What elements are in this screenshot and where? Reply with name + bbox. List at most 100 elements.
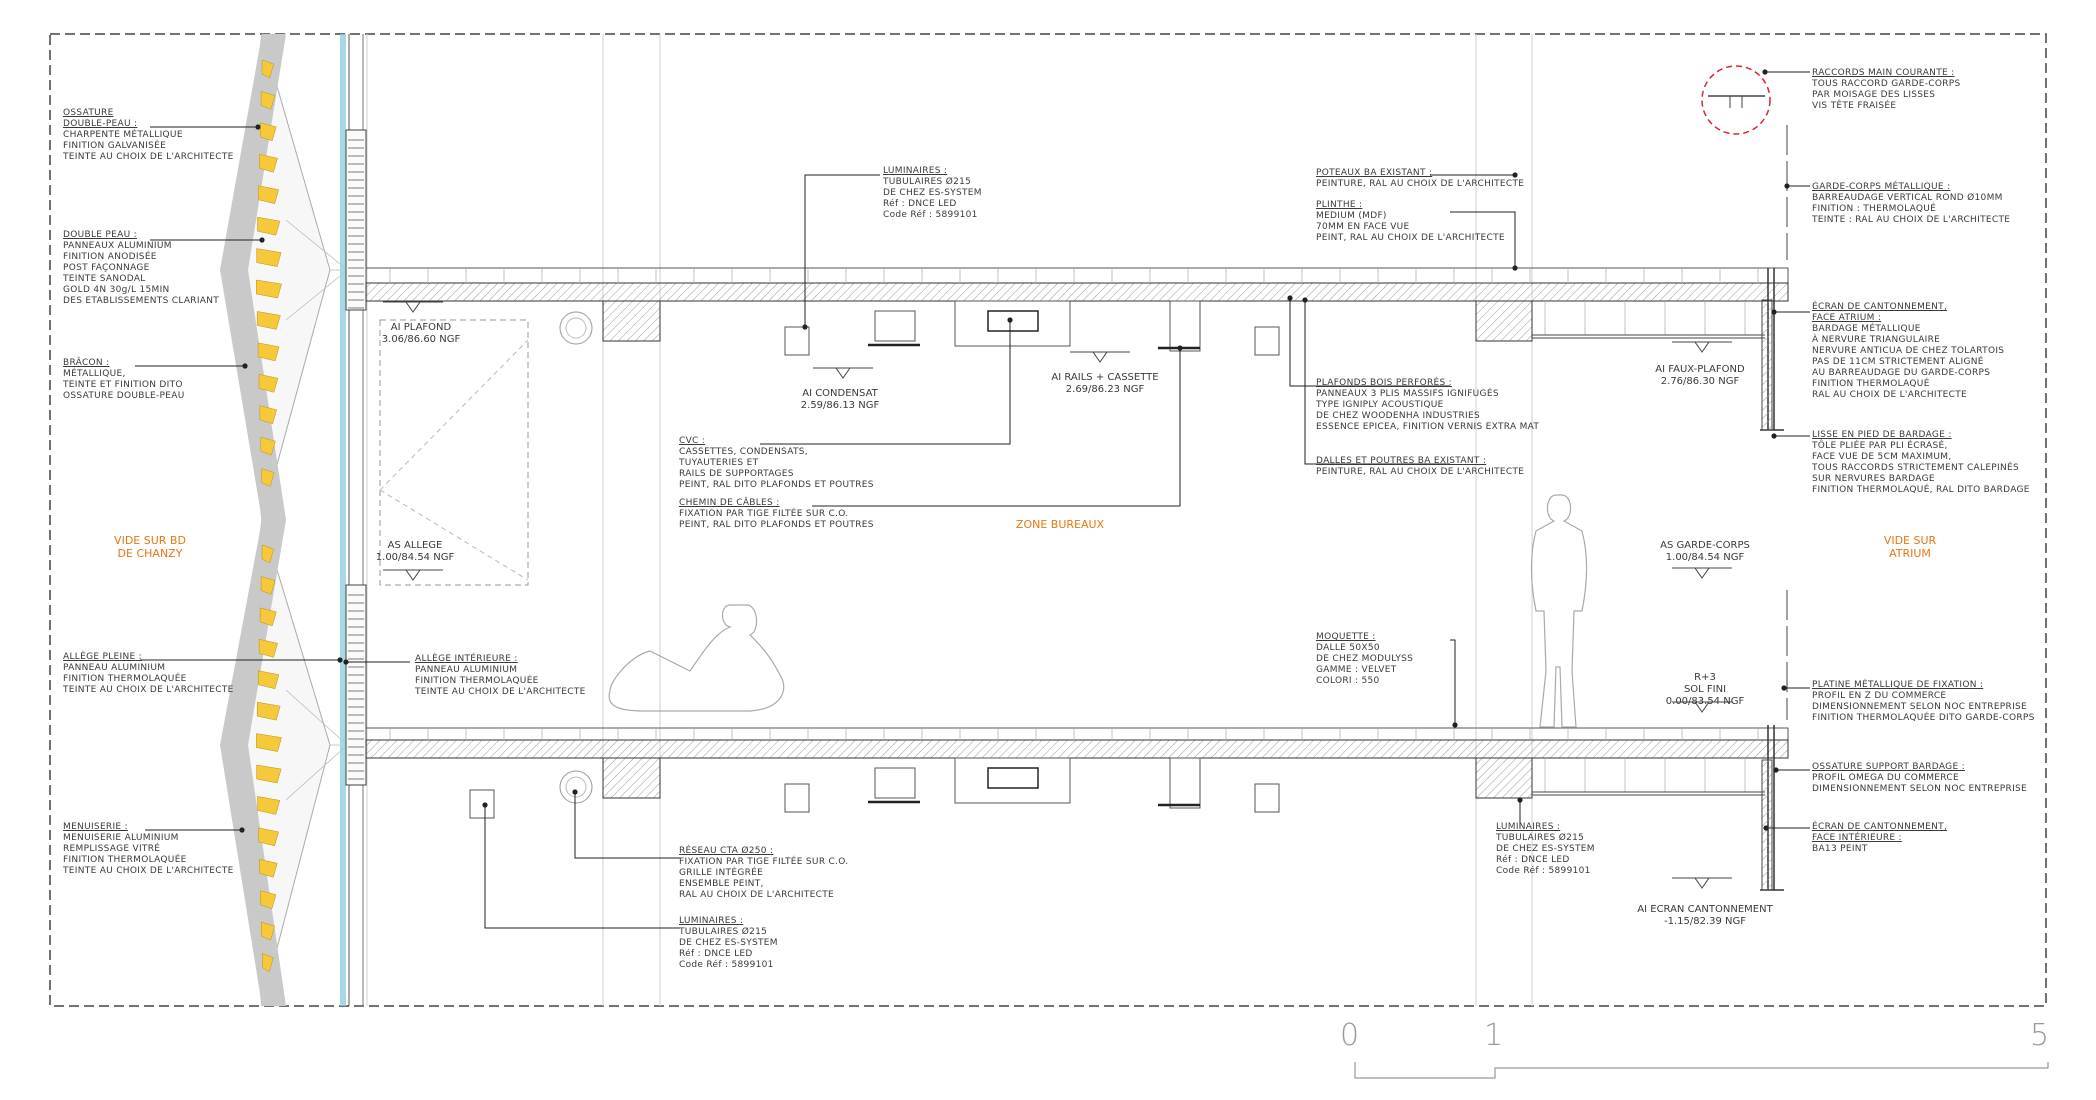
gold-panel (262, 953, 274, 972)
scale-label-1: 1 (1484, 1018, 1504, 1053)
gold-panel (256, 311, 281, 330)
leader-dot (1512, 265, 1518, 271)
note-garde-corps: GARDE-CORPS MÉTALLIQUE :BARREAUDAGE VERT… (1812, 182, 2011, 225)
leader-line (574, 792, 680, 859)
allege-outline (379, 319, 529, 586)
level-triangle (835, 367, 851, 379)
detail-circle (1701, 65, 1771, 135)
facade-struts (285, 219, 346, 801)
gold-panel (259, 858, 278, 878)
leader-dot (572, 789, 578, 795)
leader-dot (1784, 183, 1790, 189)
leader-dot (1177, 345, 1183, 351)
leader-dot (802, 324, 808, 330)
leader-dot (1287, 295, 1293, 301)
gold-panel (257, 342, 280, 362)
note-poteaux: POTEAUX BA EXISTANT :PEINTURE, RAL AU CH… (1316, 168, 1525, 189)
gold-panel (257, 216, 281, 236)
level-triangle (1092, 351, 1108, 363)
level-markers (383, 301, 1732, 889)
leader-dot (1781, 685, 1787, 691)
leader-line (1450, 639, 1456, 725)
gold-panel (261, 468, 275, 487)
leader-dot (1771, 309, 1777, 315)
ceiling-elements (469, 300, 1280, 819)
gold-panel (260, 890, 277, 910)
gold-panel (260, 91, 276, 110)
gold-panel (257, 701, 281, 721)
leader-line (760, 320, 1011, 445)
leader-dot (239, 827, 245, 833)
gold-panel (259, 122, 277, 142)
leader-dot (1007, 317, 1013, 323)
lower-slab (365, 727, 1789, 799)
drawing-frame (49, 33, 2047, 1007)
level-triangle (1694, 877, 1710, 889)
leader-line (1450, 211, 1516, 268)
gold-panel (260, 576, 276, 595)
note-dalles: DALLES ET POUTRES BA EXISTANT :PEINTURE,… (1316, 456, 1525, 477)
leader-dot (1773, 767, 1779, 773)
scale-label-5: 5 (2030, 1018, 2050, 1053)
zone-center-label: ZONE BUREAUX (1015, 518, 1105, 531)
leader-line (804, 174, 880, 327)
level-triangle (1694, 341, 1710, 353)
leader-dot (259, 237, 265, 243)
scale-label-0: 0 (1340, 1018, 1360, 1053)
leader-dot (337, 657, 343, 663)
leader-dot (1452, 722, 1458, 728)
gold-panel (261, 544, 275, 564)
wood-ceiling (1532, 334, 1765, 796)
leader-dots (239, 69, 1790, 833)
leader-line (812, 348, 1181, 507)
glazing (340, 34, 346, 1006)
note-bracon: BRÂCON :MÉTALLIQUE,TEINTE ET FINITION DI… (63, 358, 185, 401)
note-cvc: CVC :CASSETTES, CONDENSATS,TUYAUTERIES E… (679, 436, 874, 490)
leader-dot (482, 802, 488, 808)
leader-dot (1763, 825, 1769, 831)
gold-panel (260, 436, 276, 456)
leader-line (1304, 300, 1450, 465)
leader-dot (1302, 297, 1308, 303)
grid-lines (366, 34, 1533, 1006)
gold-panel (258, 185, 279, 205)
leader-dot (1762, 69, 1768, 75)
scale-bar (1354, 1062, 2049, 1079)
gold-panel (257, 670, 280, 690)
note-ossature-support: OSSATURE SUPPORT BARDAGE :PROFIL OMEGA D… (1812, 762, 2028, 794)
level-triangle (405, 569, 421, 581)
gold-panel (258, 827, 279, 847)
note-reseau-cta: RÉSEAU CTA Ø250 :FIXATION PAR TIGE FILTÉ… (679, 846, 849, 900)
gold-panel (258, 373, 279, 393)
leader-dot (242, 363, 248, 369)
gold-panel (256, 733, 282, 752)
note-lisse: LISSE EN PIED DE BARDAGE :TÔLE PLIÉE PAR… (1812, 430, 2030, 495)
leader-dot (255, 124, 261, 130)
leader-dot (1517, 797, 1523, 803)
gold-panel (259, 153, 278, 173)
gold-panel (261, 59, 275, 79)
gold-panel (261, 921, 275, 941)
note-raccords: RACCORDS MAIN COURANTE :TOUS RACCORD GAR… (1812, 68, 1961, 111)
gold-panel (257, 796, 281, 815)
upper-slab (365, 267, 1789, 342)
gold-panel (256, 764, 282, 784)
leader-line (1289, 298, 1450, 387)
gold-panels (256, 59, 282, 972)
level-ai-ecran: AI ECRAN CANTONNEMENT-1.15/82.39 NGF (1637, 904, 1773, 927)
